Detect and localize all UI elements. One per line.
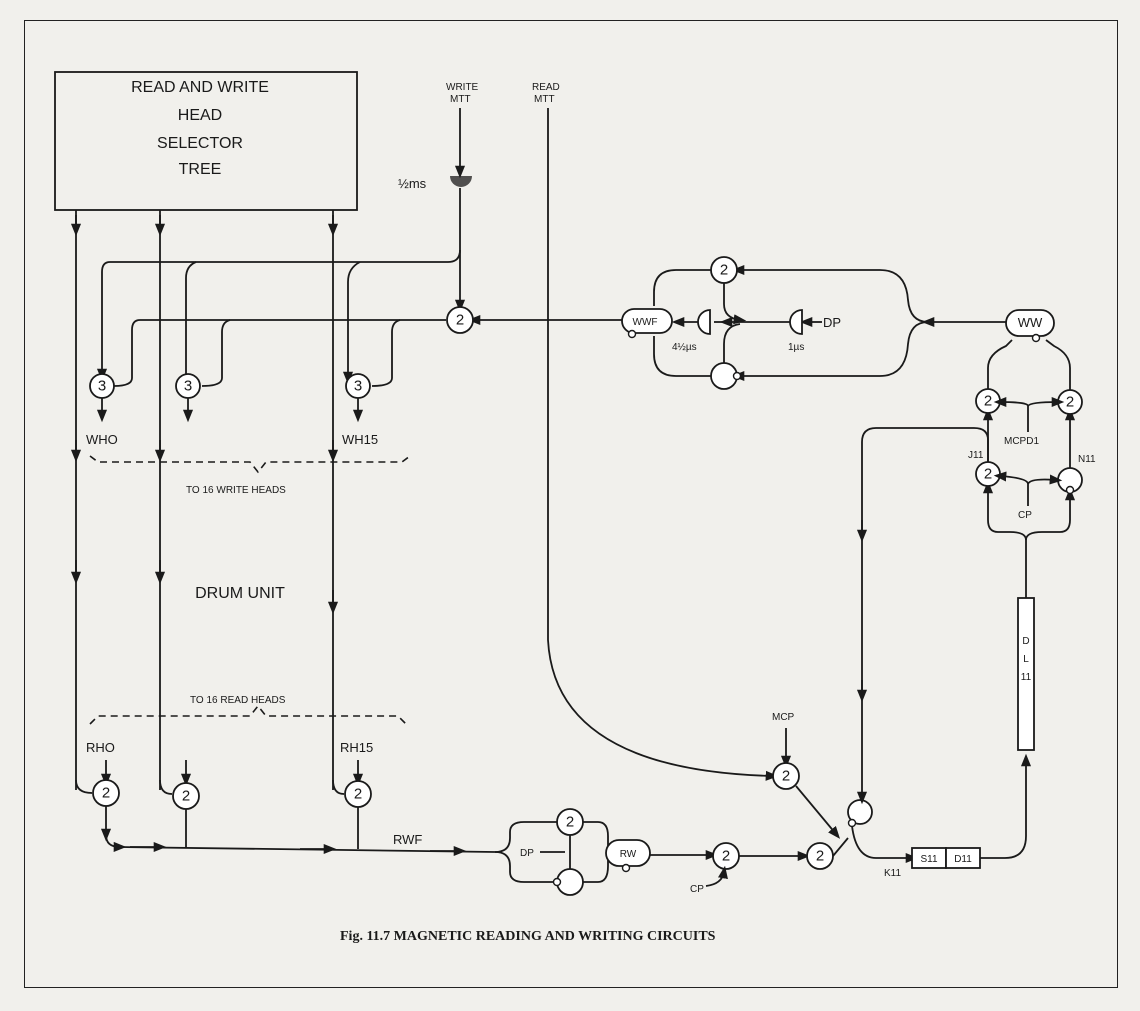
svg-text:D: D: [1022, 636, 1029, 647]
svg-text:2: 2: [816, 848, 824, 865]
one-us-label: 1µs: [788, 342, 804, 353]
gate-2-main: [446, 306, 474, 334]
read-mtt-line1: READ: [532, 82, 560, 93]
cp-right-label: CP: [1018, 510, 1032, 521]
svg-text:RW: RW: [620, 849, 637, 860]
dp-bottom-label: DP: [520, 848, 534, 859]
mcp-label: MCP: [772, 712, 795, 723]
figure-caption: Fig. 11.7 MAGNETIC READING AND WRITING C…: [340, 929, 716, 944]
mcpd1-label: MCPD1: [1004, 436, 1039, 447]
svg-text:WW: WW: [1018, 315, 1043, 330]
svg-text:D11: D11: [954, 854, 972, 865]
selector-tree-line1: READ AND WRITE: [131, 79, 269, 96]
j11-label: J11: [968, 450, 984, 461]
write-heads-brace: [89, 455, 411, 474]
ww-box: [1005, 309, 1055, 337]
svg-text:2: 2: [182, 788, 190, 805]
rh15-label: RH15: [340, 740, 373, 755]
svg-text:2: 2: [1066, 394, 1074, 411]
n11-label: N11: [1078, 454, 1096, 465]
svg-text:WWF: WWF: [633, 317, 658, 328]
read-mtt-line2: MTT: [534, 94, 555, 105]
svg-text:2: 2: [720, 262, 728, 279]
one-us-delay: [789, 309, 803, 335]
svg-text:2: 2: [102, 785, 110, 802]
svg-text:2: 2: [456, 312, 464, 329]
diagram-frame: [24, 20, 1118, 988]
svg-text:3: 3: [98, 378, 106, 395]
write-mtt-line2: MTT: [450, 94, 471, 105]
svg-text:2: 2: [354, 786, 362, 803]
wh15-label: WH15: [342, 432, 378, 447]
k11-label: K11: [884, 868, 901, 879]
to-16-write-heads: TO 16 WRITE HEADS: [186, 485, 286, 496]
cp-bottom-label: CP: [690, 884, 704, 895]
svg-text:2: 2: [722, 848, 730, 865]
dp-top-label: DP: [823, 315, 841, 330]
to-16-read-heads: TO 16 READ HEADS: [190, 695, 286, 706]
gate-2-mcp: [772, 762, 800, 790]
write-mtt-line1: WRITE: [446, 82, 479, 93]
four-half-us-delay: [697, 309, 711, 335]
svg-text:2: 2: [782, 768, 790, 785]
read-heads-brace: [89, 704, 407, 725]
selector-tree-line4: TREE: [179, 161, 222, 178]
svg-text:3: 3: [184, 378, 192, 395]
half-ms-label: ½ms: [398, 176, 427, 191]
read-mtt-line: [547, 108, 779, 781]
selector-tree-line3: SELECTOR: [157, 135, 243, 152]
wwf-box: [621, 308, 673, 334]
rho-label: RHO: [86, 740, 115, 755]
selector-tree-box: [54, 71, 358, 211]
four-half-us-label: 4½µs: [672, 342, 697, 353]
svg-text:L: L: [1023, 654, 1029, 665]
who-label: WHO: [86, 432, 118, 447]
half-ms-delay: [450, 176, 472, 187]
svg-text:S11: S11: [920, 854, 937, 865]
svg-text:2: 2: [566, 814, 574, 831]
selector-tree-line2: HEAD: [178, 107, 222, 124]
svg-text:3: 3: [354, 378, 362, 395]
svg-text:2: 2: [984, 466, 992, 483]
svg-text:2: 2: [984, 393, 992, 410]
rwf-label: RWF: [393, 832, 422, 847]
svg-text:11: 11: [1021, 672, 1032, 683]
drum-unit-label: DRUM UNIT: [195, 585, 285, 602]
